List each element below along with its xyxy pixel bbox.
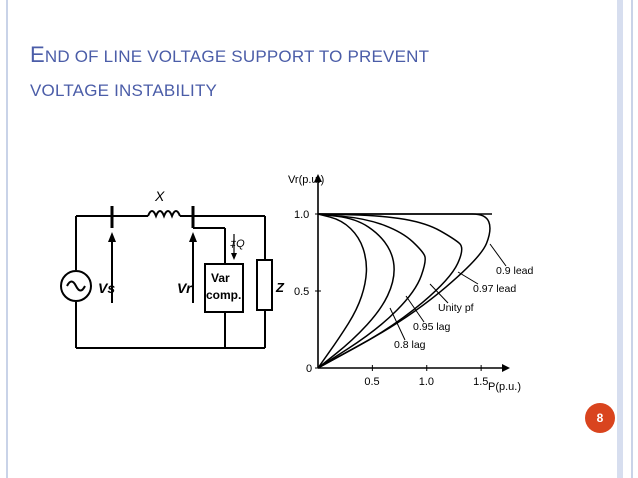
comp-label: comp. [206, 288, 241, 302]
title-line-2: VOLTAGE INSTABILITY [30, 81, 218, 100]
load-impedance [256, 259, 273, 311]
vr-label: Vr [177, 280, 193, 296]
reactor-coil [147, 210, 181, 219]
q-label: ‡Q [230, 238, 245, 250]
x-tick-label: 1.5 [473, 376, 488, 388]
pointer-unity-pf [429, 283, 449, 304]
slide-title: END OF LINE VOLTAGE SUPPORT TO PREVENT V… [30, 38, 590, 108]
pv-curve-0-9-lead [317, 213, 491, 369]
y-axis-label: Vr(p.u.) [288, 174, 324, 186]
pv-curve-unity-pf [317, 213, 426, 369]
pointer-0-95-lag [405, 295, 425, 323]
x-axis-arrow [502, 364, 510, 372]
y-tick-label: 1.0 [294, 209, 309, 221]
circuit-diagram [60, 206, 273, 349]
label-unity-pf: Unity pf [438, 302, 474, 314]
figure-svg: X Vs Vr ‡Q Var comp. Z 0.5 1.0 1.5 0 0.5 1.0 … [60, 174, 534, 393]
pointer-0-9-lead [489, 243, 507, 267]
title-line-1: END OF LINE VOLTAGE SUPPORT TO PREVENT [30, 38, 590, 74]
load-label: Z [275, 280, 285, 295]
pv-curve-0-97-lead [317, 213, 463, 369]
x-tick-label: 0.5 [364, 376, 379, 388]
ac-source [60, 270, 92, 302]
var-label: Var [211, 271, 230, 285]
vs-label: Vs [98, 280, 115, 296]
label-0-8-lag: 0.8 lag [394, 339, 426, 351]
pv-ticks: 0.5 1.0 1.5 0 0.5 1.0 [294, 209, 488, 388]
pv-curves [317, 213, 491, 369]
q-arrow-head [231, 253, 237, 260]
reactance-label: X [154, 188, 165, 204]
left-frame-line [6, 0, 8, 478]
right-frame-line [631, 0, 633, 478]
annotation-pointers [389, 243, 507, 341]
label-0-97-lead: 0.97 lead [473, 283, 516, 295]
voltage-support-figure: X Vs Vr ‡Q Var comp. Z 0.5 1.0 1.5 0 0.5 1.0 … [60, 168, 540, 408]
label-0-95-lag: 0.95 lag [413, 321, 451, 333]
pv-chart: 0.5 1.0 1.5 0 0.5 1.0 Vr(p.u.) P(p.u.) 0.9 le… [288, 174, 534, 393]
title-initial: E [30, 42, 45, 67]
page-number-badge: 8 [585, 403, 615, 433]
label-0-9-lead: 0.9 lead [496, 265, 534, 277]
vr-arrow-head [189, 232, 197, 242]
y-tick-label: 0 [306, 363, 312, 375]
y-axis-arrow [314, 174, 322, 182]
vs-arrow-head [108, 232, 116, 242]
right-frame-band [617, 0, 623, 478]
pv-curve-0-8-lag [317, 213, 368, 369]
x-axis-label: P(p.u.) [488, 381, 521, 393]
title-line-1-text: ND OF LINE VOLTAGE SUPPORT TO PREVENT [44, 47, 430, 66]
x-tick-label: 1.0 [419, 376, 434, 388]
ac-wave-icon [66, 280, 86, 292]
pointer-0-8-lag [389, 307, 406, 341]
pointer-0-97-lead [457, 271, 479, 285]
y-tick-label: 0.5 [294, 286, 309, 298]
pv-curve-0-95-lag [317, 213, 395, 369]
